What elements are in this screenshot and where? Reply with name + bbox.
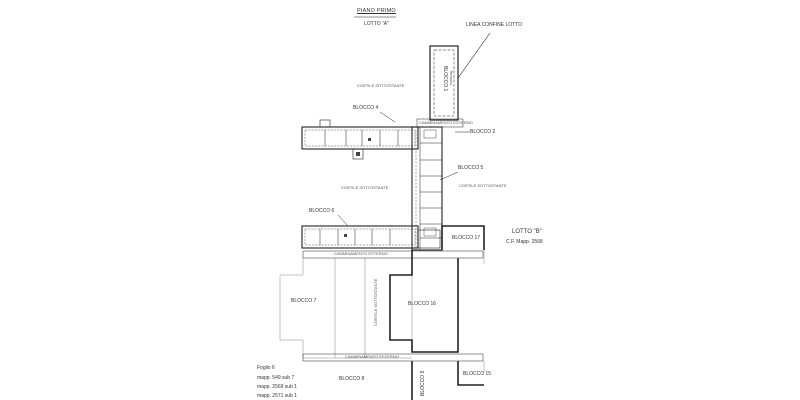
blocco-5-shape: [411, 126, 443, 251]
lower-area-outlines: [279, 258, 459, 359]
blocco-1-shape: [429, 45, 459, 121]
blocco-17-label: BLOCCO 17: [452, 235, 481, 241]
linea-confine-label: LINEA CONFINE LOTTO: [466, 22, 523, 28]
blocco-1-sub-label: Terrazzo: [449, 70, 454, 86]
mapp-3-label: mapp. 2571 sub 1: [257, 393, 298, 399]
mapp-2-label: mapp. 2569 sub 1: [257, 384, 298, 390]
blocco-16-label: BLOCCO 16: [408, 301, 437, 307]
cf-mapp-label: C.F. Mapp. 2568: [506, 239, 543, 245]
camminamento-top-label: CAMMINAMENTO ESTERNO: [419, 120, 473, 125]
blocco-8-label: BLOCCO 8: [339, 376, 365, 382]
cortile-center-label: CORTILE SOTTOSTANTE: [341, 185, 389, 190]
blocco-2-label: BLOCCO 2: [470, 129, 496, 135]
blocco-15-boundary: [457, 361, 484, 386]
mapp-1-label: mapp. 549 sub 7: [257, 375, 295, 381]
camminamento-bottom-label: CAMMINAMENTO ESTERNO: [345, 354, 399, 359]
linea-confine-leader: [457, 32, 491, 79]
blocco-4-leader: [379, 111, 396, 123]
lotto-a-label: LOTTO "A": [364, 21, 389, 27]
blocco-1-label: BLOCCO 1: [442, 66, 448, 92]
camminamento-mid-label: CAMMINAMENTO ESTERNO: [334, 251, 388, 256]
drawing-title: PIANO PRIMO: [357, 8, 396, 14]
foglio-label: Foglio 6: [257, 365, 275, 371]
cortile-right-label: CORTILE SOTTOSTANTE: [459, 183, 507, 188]
blocco-6-label: BLOCCO 6: [309, 208, 335, 214]
blocco-5-label: BLOCCO 5: [458, 165, 484, 171]
blocco-15-label: BLOCCO 15: [463, 371, 492, 377]
blocco-6-leader: [337, 214, 349, 227]
lotto-b-label: LOTTO "B": [512, 229, 542, 235]
lotto-boundary-line: [441, 225, 485, 250]
cortile-top-label: CORTILE SOTTOSTANTE: [357, 83, 405, 88]
blocco-9-label: BLOCCO 9: [420, 370, 426, 396]
cortile-vertical-label: CORTILE SOTTOSTANTE: [373, 278, 378, 326]
camminamento-mid-band: [302, 250, 484, 259]
blocco-5-leader: [439, 171, 459, 181]
camminamento-bottom-band: [302, 353, 484, 362]
blocco-16-shape: [389, 250, 459, 353]
blocco-7-label: BLOCCO 7: [291, 298, 317, 304]
blocco-6-shape: [301, 225, 441, 249]
blocco-4-shape: [301, 119, 419, 160]
blocco-4-label: BLOCCO 4: [353, 105, 379, 111]
